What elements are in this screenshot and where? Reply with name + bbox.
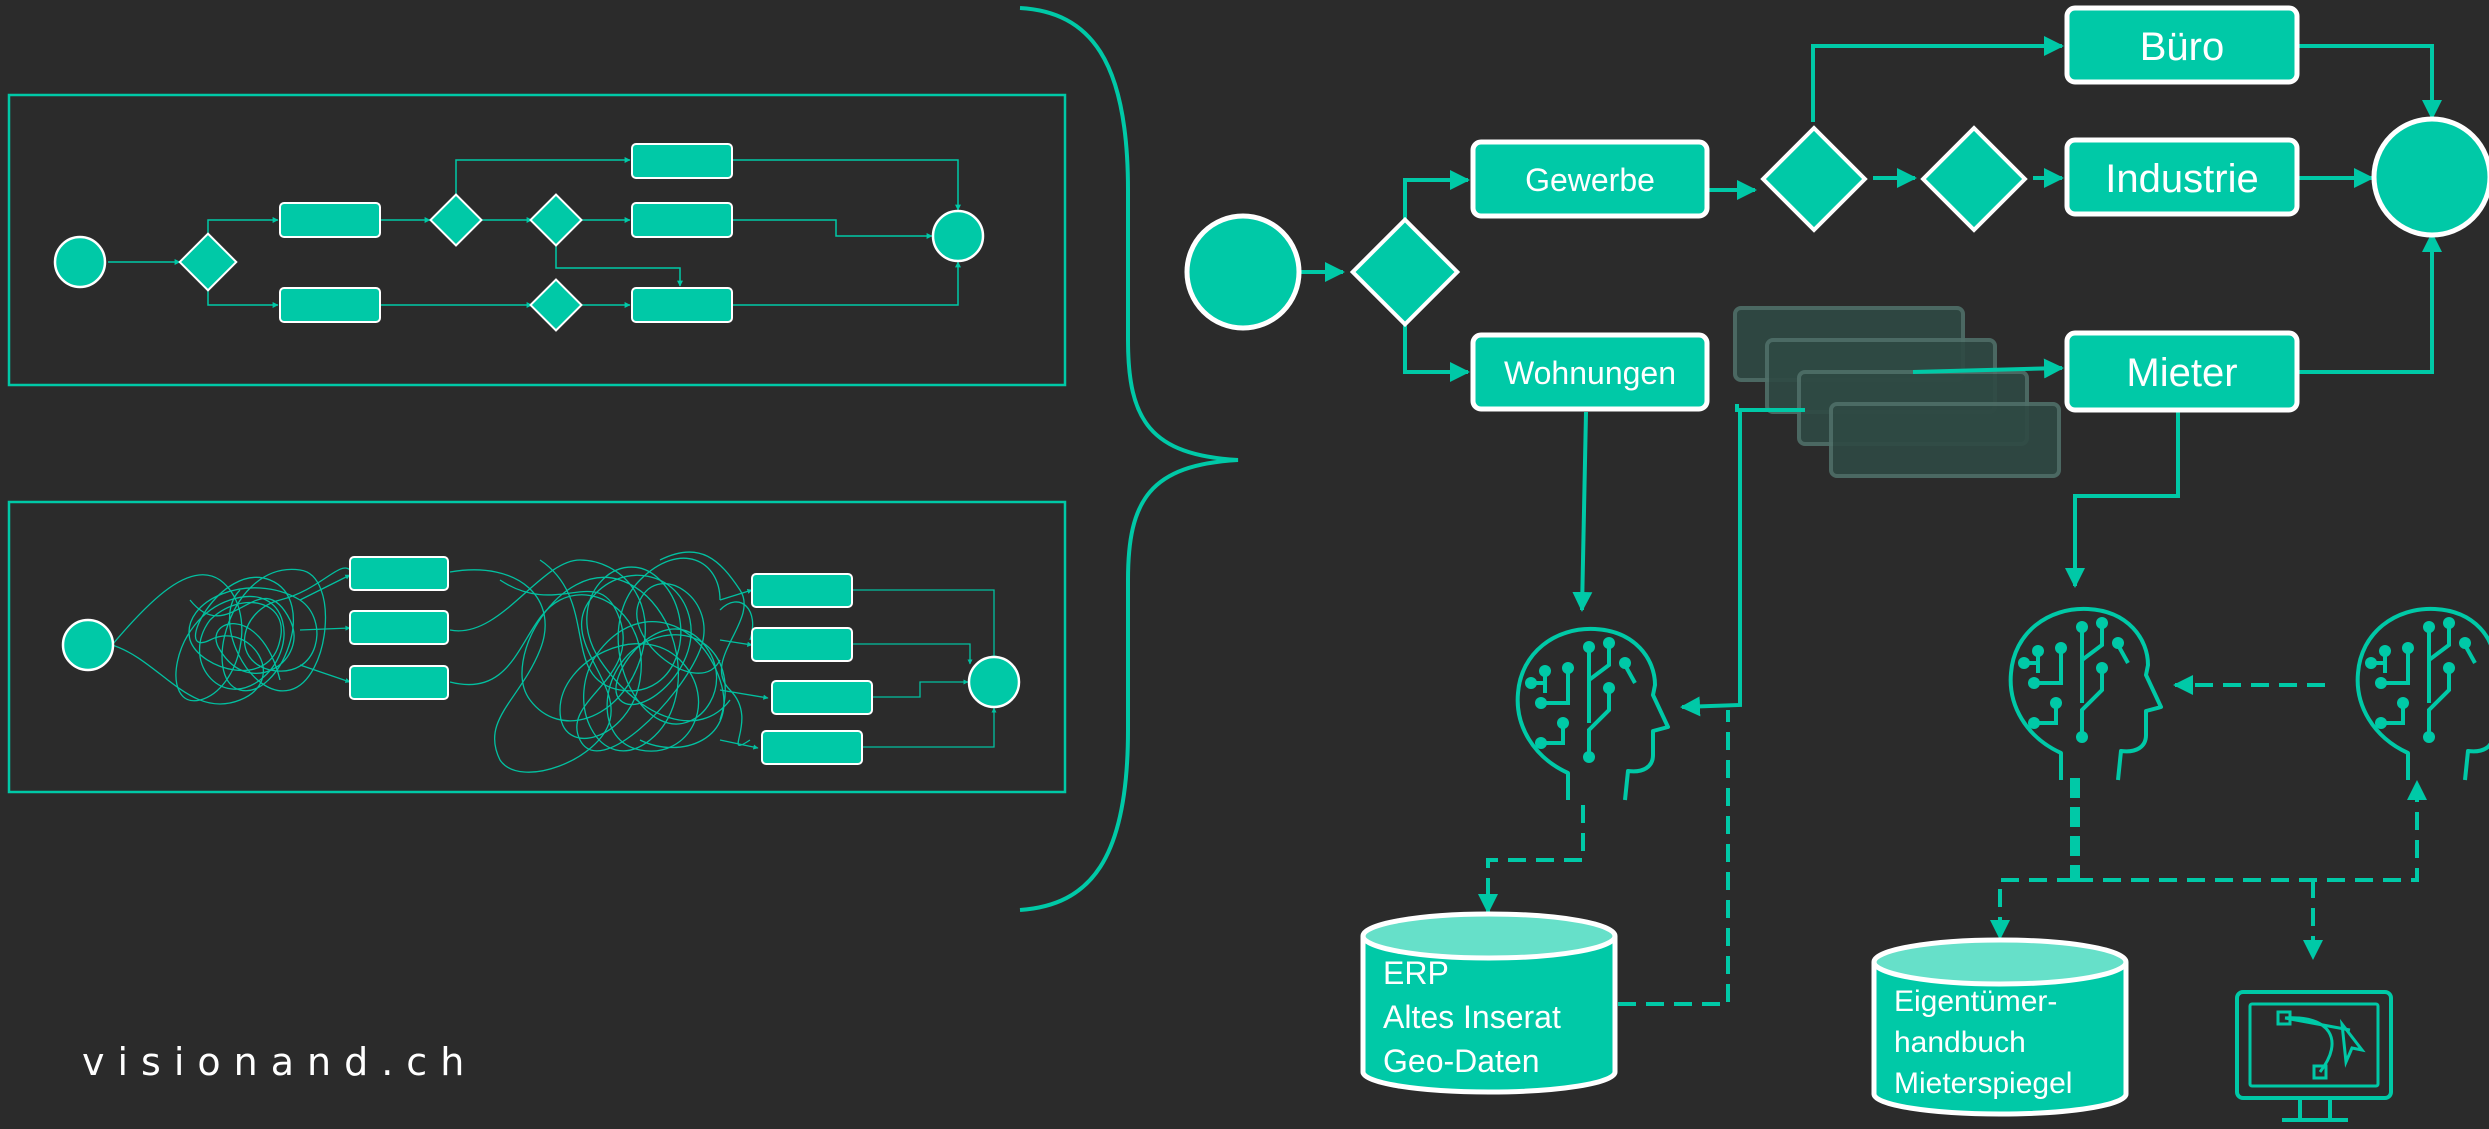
gateway	[1760, 125, 1868, 233]
curly-brace	[1019, 6, 1239, 912]
task-industrie: Industrie	[2064, 137, 2300, 217]
task-gewerbe-label: Gewerbe	[1525, 162, 1655, 198]
ai-head-icon	[1515, 626, 1670, 802]
end-event	[2371, 116, 2489, 238]
start-event	[1184, 213, 1302, 331]
db-owner-line-3: Mieterspiegel	[1894, 1067, 2072, 1100]
brand-wordmark: visionand.ch	[82, 1040, 478, 1084]
task-gewerbe: Gewerbe	[1470, 139, 1710, 219]
task-buero-label: Büro	[2140, 25, 2225, 69]
gateway	[1920, 125, 2028, 233]
db-erp-line-2: Altes Inserat	[1383, 999, 1561, 1035]
database-owner-handbook: Eigentümer- handbuch Mieterspiegel	[1871, 937, 2129, 1117]
property-flow: Gewerbe Wohnungen Büro Industrie Mieter …	[1184, 5, 2489, 1122]
db-erp-line-1: ERP	[1383, 955, 1449, 991]
db-erp-line-3: Geo-Daten	[1383, 1043, 1540, 1079]
monitor-bezier-icon	[2235, 990, 2393, 1122]
task-wohnungen-label: Wohnungen	[1504, 355, 1676, 391]
db-owner-line-1: Eigentümer-	[1894, 985, 2057, 1018]
task-wohnungen: Wohnungen	[1470, 332, 1710, 412]
database-erp: ERP Altes Inserat Geo-Daten	[1360, 911, 1618, 1095]
ghost-cards	[1733, 306, 2061, 478]
task-industrie-label: Industrie	[2105, 157, 2258, 201]
ai-head-icon	[2355, 606, 2489, 782]
task-mieter-label: Mieter	[2126, 351, 2237, 395]
task-mieter: Mieter	[2064, 330, 2300, 413]
gateway	[1349, 216, 1461, 328]
messy-process-panel	[7, 500, 1067, 794]
db-owner-line-2: handbuch	[1894, 1026, 2026, 1059]
clean-process-panel	[7, 93, 1067, 387]
ai-head-icon	[2008, 606, 2163, 782]
task-buero: Büro	[2064, 5, 2300, 85]
